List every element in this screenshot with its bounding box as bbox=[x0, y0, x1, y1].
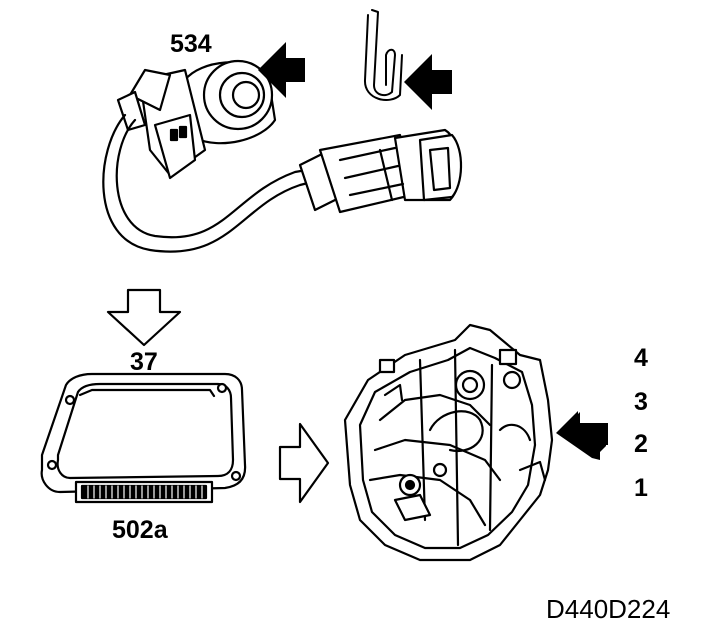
wire-clip bbox=[363, 9, 403, 101]
connector-plug bbox=[298, 128, 463, 214]
sensor-cable bbox=[102, 113, 322, 253]
label-gear-3: 3 bbox=[634, 388, 648, 416]
label-control-module-502a: 502a bbox=[112, 516, 168, 544]
control-module-502a bbox=[40, 372, 247, 504]
figure-code: D440D224 bbox=[546, 594, 671, 624]
gearbox bbox=[343, 323, 554, 562]
sensor-switch-534 bbox=[116, 59, 277, 180]
label-gear-1: 1 bbox=[634, 474, 648, 502]
arrow-pointing-clip bbox=[404, 54, 452, 110]
arrow-flow-down bbox=[106, 288, 182, 347]
arrow-gear-selector bbox=[556, 411, 608, 460]
arrow-pointing-sensor bbox=[258, 42, 305, 98]
label-sensor-534: 534 bbox=[170, 30, 212, 58]
label-gear-2: 2 bbox=[634, 430, 648, 458]
label-gear-4: 4 bbox=[634, 344, 648, 372]
label-connector-37: 37 bbox=[130, 348, 158, 376]
arrow-flow-right bbox=[278, 422, 330, 504]
